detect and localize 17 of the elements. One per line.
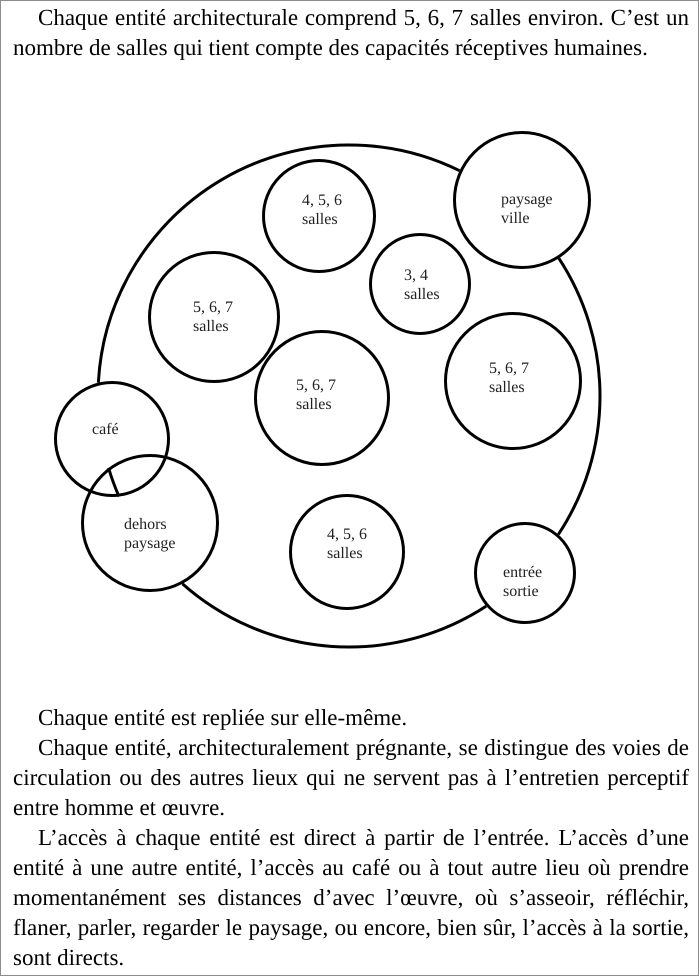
circle-label: 3, 4 salles bbox=[404, 266, 441, 304]
circle-label: café bbox=[92, 420, 120, 439]
connector-arc bbox=[182, 582, 487, 648]
circle-label: 5, 6, 7 salles bbox=[193, 298, 234, 336]
paragraph: Chaque entité architecturale comprend 5, 6, 7 salles environ. C’est un nombre de salles qui tient compte des capacités réceptives humaines. bbox=[13, 4, 689, 62]
paragraph: Chaque entité, architecturalement prégnante, se distingue des voies de circulation ou des autres lieux qui ne servent pas à l’entretien perceptif entre homme et œuvre. bbox=[13, 734, 689, 822]
paragraph: L’accès à chaque entité est direct à partir de l’entrée. L’accès d’une entité à une autre entité, l’accès au café ou à tout autre lieu où prendre momentanément ses distances d’avec l’œuvre, où s’asseoir, réfléchir, flaner, parler, regarder le paysage, ou encore, bien sûr, l’accès à la sortie, sont directs. bbox=[13, 824, 689, 972]
paragraph: Chaque entité est repliée sur elle-même. bbox=[37, 704, 408, 732]
circle-label: 4, 5, 6 salles bbox=[302, 191, 343, 229]
circle-label: 5, 6, 7 salles bbox=[489, 359, 530, 397]
circle-label: dehors paysage bbox=[124, 515, 177, 553]
connector-arc bbox=[96, 144, 460, 383]
circle-label: paysage ville bbox=[501, 190, 554, 228]
connector-arc bbox=[557, 258, 601, 536]
circle-label: 4, 5, 6 salles bbox=[327, 525, 368, 563]
circle-label: 5, 6, 7 salles bbox=[296, 376, 337, 414]
circle-label: entrée sortie bbox=[503, 563, 544, 601]
